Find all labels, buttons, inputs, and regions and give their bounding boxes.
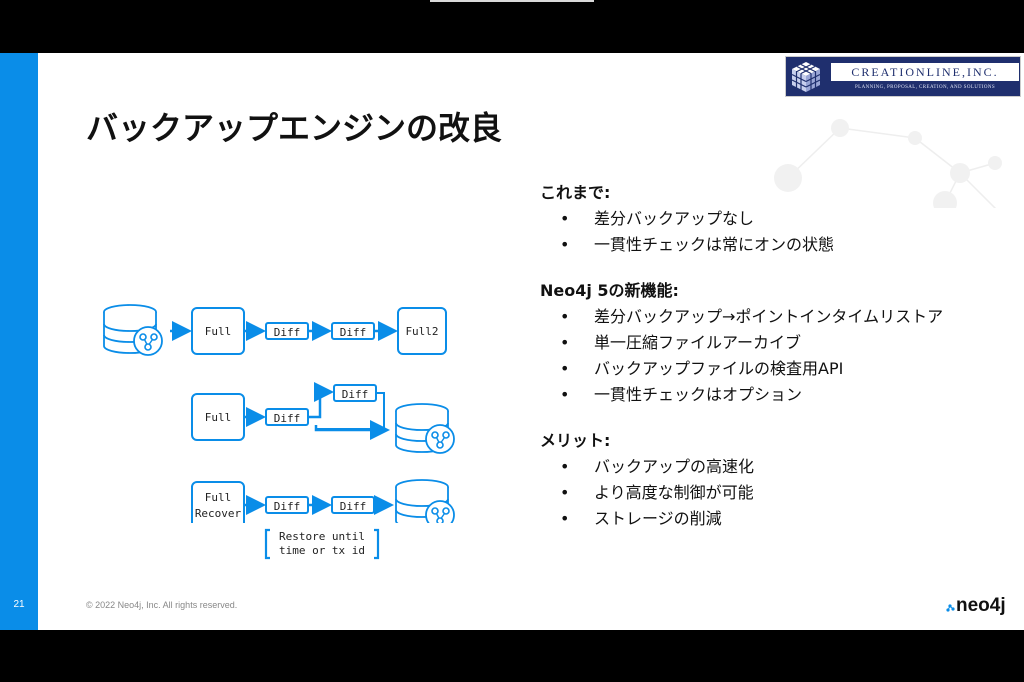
copyright-text: © 2022 Neo4j, Inc. All rights reserved. (86, 600, 238, 610)
row2-diff1-label: Diff (274, 412, 301, 425)
row3-full-label-line2: Recover (195, 507, 242, 520)
row2-target-database-icon (395, 403, 455, 454)
row3-diff1-label: Diff (274, 500, 301, 513)
window-top-strip (430, 0, 594, 2)
section-heading-before: これまで: (540, 183, 611, 202)
list-item: •バックアップファイルの検査用API (560, 359, 844, 378)
row1-full2-label: Full2 (405, 325, 438, 338)
backup-diagram: Full Diff Diff Full2 Full Diff Diff Full… (103, 304, 455, 523)
list-item: •より高度な制御が可能 (560, 483, 754, 502)
section-heading-new-features: Neo4j 5の新機能: (540, 281, 679, 300)
section-heading-benefits: メリット: (540, 431, 611, 450)
presentation-slide: 21 (0, 53, 1024, 630)
list-item: •ストレージの削減 (560, 509, 722, 528)
row2-full-label: Full (205, 411, 232, 424)
list-item: •差分バックアップなし (560, 209, 755, 228)
slide-title: バックアップエンジンの改良 (86, 109, 503, 147)
logo-tagline: PLANNING, PROPOSAL, CREATION, AND SOLUTI… (854, 85, 996, 90)
creationline-logo: CREATIONLINE,INC. PLANNING, PROPOSAL, CR… (785, 56, 1021, 97)
row2-diff2-label: Diff (342, 388, 369, 401)
row3-diff2-label: Diff (340, 500, 367, 513)
row1-diff2-label: Diff (340, 326, 367, 339)
neo4j-logo-text: neo4j (956, 595, 1006, 616)
list-item: •一貫性チェックは常にオンの状態 (560, 235, 835, 254)
page-number: 21 (13, 599, 25, 610)
list-item: •一貫性チェックはオプション (560, 385, 803, 404)
restore-note-line1: Restore until (279, 530, 365, 543)
restore-note: Restore until time or tx id (264, 528, 380, 560)
list-item: •バックアップの高速化 (560, 457, 755, 476)
feature-list: これまで: •差分バックアップなし •一貫性チェックは常にオンの状態 Neo4j… (540, 180, 1010, 532)
restore-note-line2: time or tx id (279, 544, 365, 557)
slide-side-bar (0, 53, 38, 630)
row1-diff1-label: Diff (274, 326, 301, 339)
list-item: •差分バックアップ→ポイントインタイムリストア (560, 307, 944, 326)
row1-full-label: Full (205, 325, 232, 338)
molecule-decoration-icon (774, 119, 1002, 208)
neo4j-logo: neo4j (946, 595, 1006, 616)
logo-company-name: CREATIONLINE,INC. (831, 63, 1019, 81)
row3-target-database-icon (395, 479, 455, 523)
row3-full-label-line1: Full (205, 491, 232, 504)
list-item: •単一圧縮ファイルアーカイブ (560, 333, 802, 352)
cube-logo-icon (791, 62, 821, 92)
row1-source-database-icon (103, 304, 163, 356)
